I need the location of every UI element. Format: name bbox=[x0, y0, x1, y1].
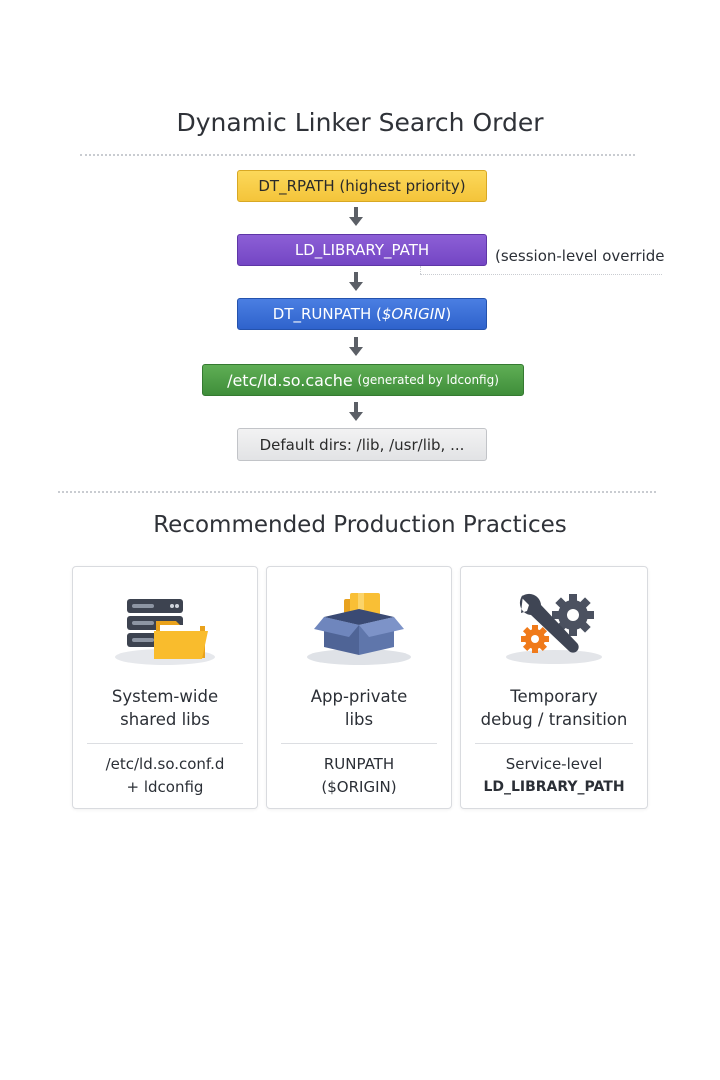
step-detail-end: ) bbox=[445, 305, 452, 323]
step-dt-rpath: DT_RPATH (highest priority) bbox=[237, 170, 487, 202]
step-ld-so-cache: /etc/ld.so.cache (generated by ldconfig) bbox=[202, 364, 524, 396]
wrench-gear-icon bbox=[461, 587, 647, 697]
card-divider bbox=[87, 743, 243, 744]
step-detail: (generated by ldconfig) bbox=[357, 373, 499, 387]
note-connector bbox=[420, 274, 662, 275]
card-recommendation: /etc/ld.so.conf.d + ldconfig bbox=[73, 753, 257, 799]
step-label: /etc/ld.so.cache bbox=[227, 370, 353, 390]
step-default-dirs: Default dirs: /lib, /usr/lib, ... bbox=[237, 428, 487, 461]
step-label: DT_RUNPATH ( bbox=[272, 305, 382, 323]
open-box-icon bbox=[267, 587, 451, 697]
step-detail: (highest priority) bbox=[339, 177, 466, 195]
card-foot-line: Service-level bbox=[505, 755, 603, 773]
card-foot-line: ($ORIGIN) bbox=[321, 778, 397, 796]
step-label: Default dirs: /lib, /usr/lib, ... bbox=[259, 435, 465, 454]
session-override-note: (session-level override bbox=[495, 247, 665, 265]
step-label: DT_RPATH bbox=[258, 177, 335, 195]
card-divider bbox=[475, 743, 633, 744]
card-divider bbox=[281, 743, 437, 744]
card-title: System-wide shared libs bbox=[73, 685, 257, 731]
card-title: Temporary debug / transition bbox=[461, 685, 647, 731]
card-recommendation: Service-level LD_LIBRARY_PATH bbox=[461, 753, 647, 799]
down-arrow-icon bbox=[349, 337, 363, 357]
section-divider bbox=[58, 491, 656, 493]
down-arrow-icon bbox=[349, 402, 363, 422]
card-foot-line: + ldconfig bbox=[126, 778, 204, 796]
practice-card-app-private: App-private libs RUNPATH ($ORIGIN) bbox=[266, 566, 452, 809]
practice-card-temporary: Temporary debug / transition Service-lev… bbox=[460, 566, 648, 809]
card-foot-line: LD_LIBRARY_PATH bbox=[483, 779, 625, 795]
note-connector bbox=[420, 266, 421, 274]
card-foot-line: RUNPATH bbox=[323, 755, 395, 773]
card-recommendation: RUNPATH ($ORIGIN) bbox=[267, 753, 451, 799]
step-dt-runpath: DT_RUNPATH ($ORIGIN) bbox=[237, 298, 487, 330]
search-order-title: Dynamic Linker Search Order bbox=[176, 108, 544, 137]
card-foot-line: /etc/ld.so.conf.d bbox=[105, 755, 225, 773]
practice-card-system-wide: System-wide shared libs /etc/ld.so.conf.… bbox=[72, 566, 258, 809]
practices-title: Recommended Production Practices bbox=[153, 512, 567, 538]
card-title-line: App-private bbox=[310, 687, 408, 706]
title-divider bbox=[80, 154, 635, 156]
card-title-line: Temporary bbox=[510, 687, 598, 706]
down-arrow-icon bbox=[349, 207, 363, 227]
card-title-line: debug / transition bbox=[480, 710, 628, 729]
card-title-line: libs bbox=[344, 710, 374, 729]
step-detail: $ORIGIN bbox=[381, 305, 446, 323]
card-title-line: shared libs bbox=[120, 710, 210, 729]
step-label: LD_LIBRARY_PATH bbox=[294, 241, 430, 259]
step-ld-library-path: LD_LIBRARY_PATH bbox=[237, 234, 487, 266]
down-arrow-icon bbox=[349, 272, 363, 292]
card-title-line: System-wide bbox=[111, 687, 219, 706]
card-title: App-private libs bbox=[267, 685, 451, 731]
server-folder-icon bbox=[73, 587, 257, 697]
